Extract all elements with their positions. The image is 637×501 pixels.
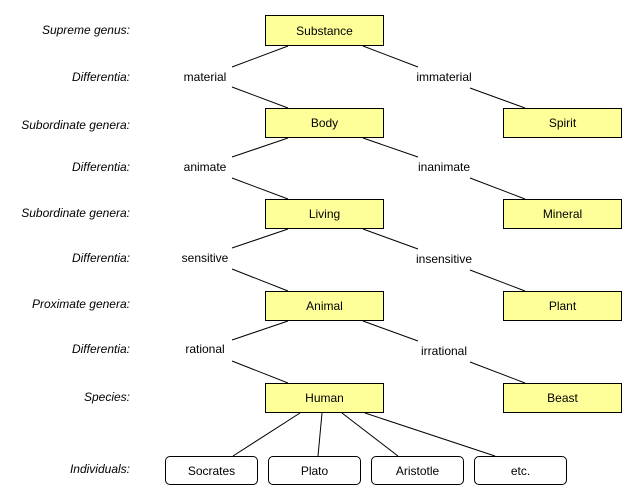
connector bbox=[469, 361, 526, 384]
level-label-subordinate-genera: Subordinate genera: bbox=[21, 206, 130, 220]
connector bbox=[231, 137, 289, 158]
level-label-differentia: Differentia: bbox=[71, 342, 130, 356]
box-living: Living bbox=[265, 199, 384, 229]
connector bbox=[231, 177, 289, 200]
individual-socrates: Socrates bbox=[165, 456, 258, 485]
connector bbox=[469, 87, 526, 109]
level-label-subordinate-genera: Subordinate genera: bbox=[21, 118, 130, 132]
connector bbox=[362, 137, 419, 158]
box-beast: Beast bbox=[503, 383, 622, 413]
box-animal: Animal bbox=[265, 291, 384, 321]
connector bbox=[231, 360, 289, 384]
level-label-proximate-genera: Proximate genera: bbox=[31, 297, 130, 311]
differentia-rational: rational bbox=[183, 342, 227, 356]
differentia-immaterial: immaterial bbox=[414, 70, 474, 84]
connector bbox=[317, 412, 323, 457]
individual-aristotle: Aristotle bbox=[371, 456, 464, 485]
individual-etc: etc. bbox=[474, 456, 567, 485]
connector bbox=[341, 412, 399, 457]
level-label-individuals: Individuals: bbox=[69, 462, 130, 476]
box-plant: Plant bbox=[503, 291, 622, 321]
connector bbox=[362, 320, 419, 342]
connector bbox=[469, 269, 526, 292]
differentia-animate: animate bbox=[181, 160, 229, 174]
differentia-material: material bbox=[181, 70, 229, 84]
connector bbox=[231, 86, 289, 109]
connector bbox=[364, 412, 496, 457]
level-label-differentia: Differentia: bbox=[71, 251, 130, 265]
box-body: Body bbox=[265, 108, 384, 138]
differentia-sensitive: sensitive bbox=[179, 251, 231, 265]
connector bbox=[362, 45, 419, 68]
level-label-species: Species: bbox=[83, 390, 130, 404]
individual-plato: Plato bbox=[268, 456, 361, 485]
box-human: Human bbox=[265, 383, 384, 413]
differentia-inanimate: inanimate bbox=[415, 160, 473, 174]
level-label-differentia: Differentia: bbox=[71, 70, 130, 84]
connector bbox=[469, 177, 526, 200]
connector bbox=[231, 228, 289, 249]
box-spirit: Spirit bbox=[503, 108, 622, 138]
connector bbox=[231, 268, 289, 292]
box-substance: Substance bbox=[265, 15, 384, 46]
level-label-supreme-genus: Supreme genus: bbox=[41, 23, 130, 37]
box-mineral: Mineral bbox=[503, 199, 622, 229]
connector bbox=[362, 228, 419, 250]
differentia-irrational: irrational bbox=[418, 344, 470, 358]
connector bbox=[232, 412, 301, 457]
connector bbox=[231, 320, 289, 341]
differentia-insensitive: insensitive bbox=[413, 252, 475, 266]
level-label-differentia: Differentia: bbox=[71, 160, 130, 174]
connector bbox=[231, 45, 289, 68]
